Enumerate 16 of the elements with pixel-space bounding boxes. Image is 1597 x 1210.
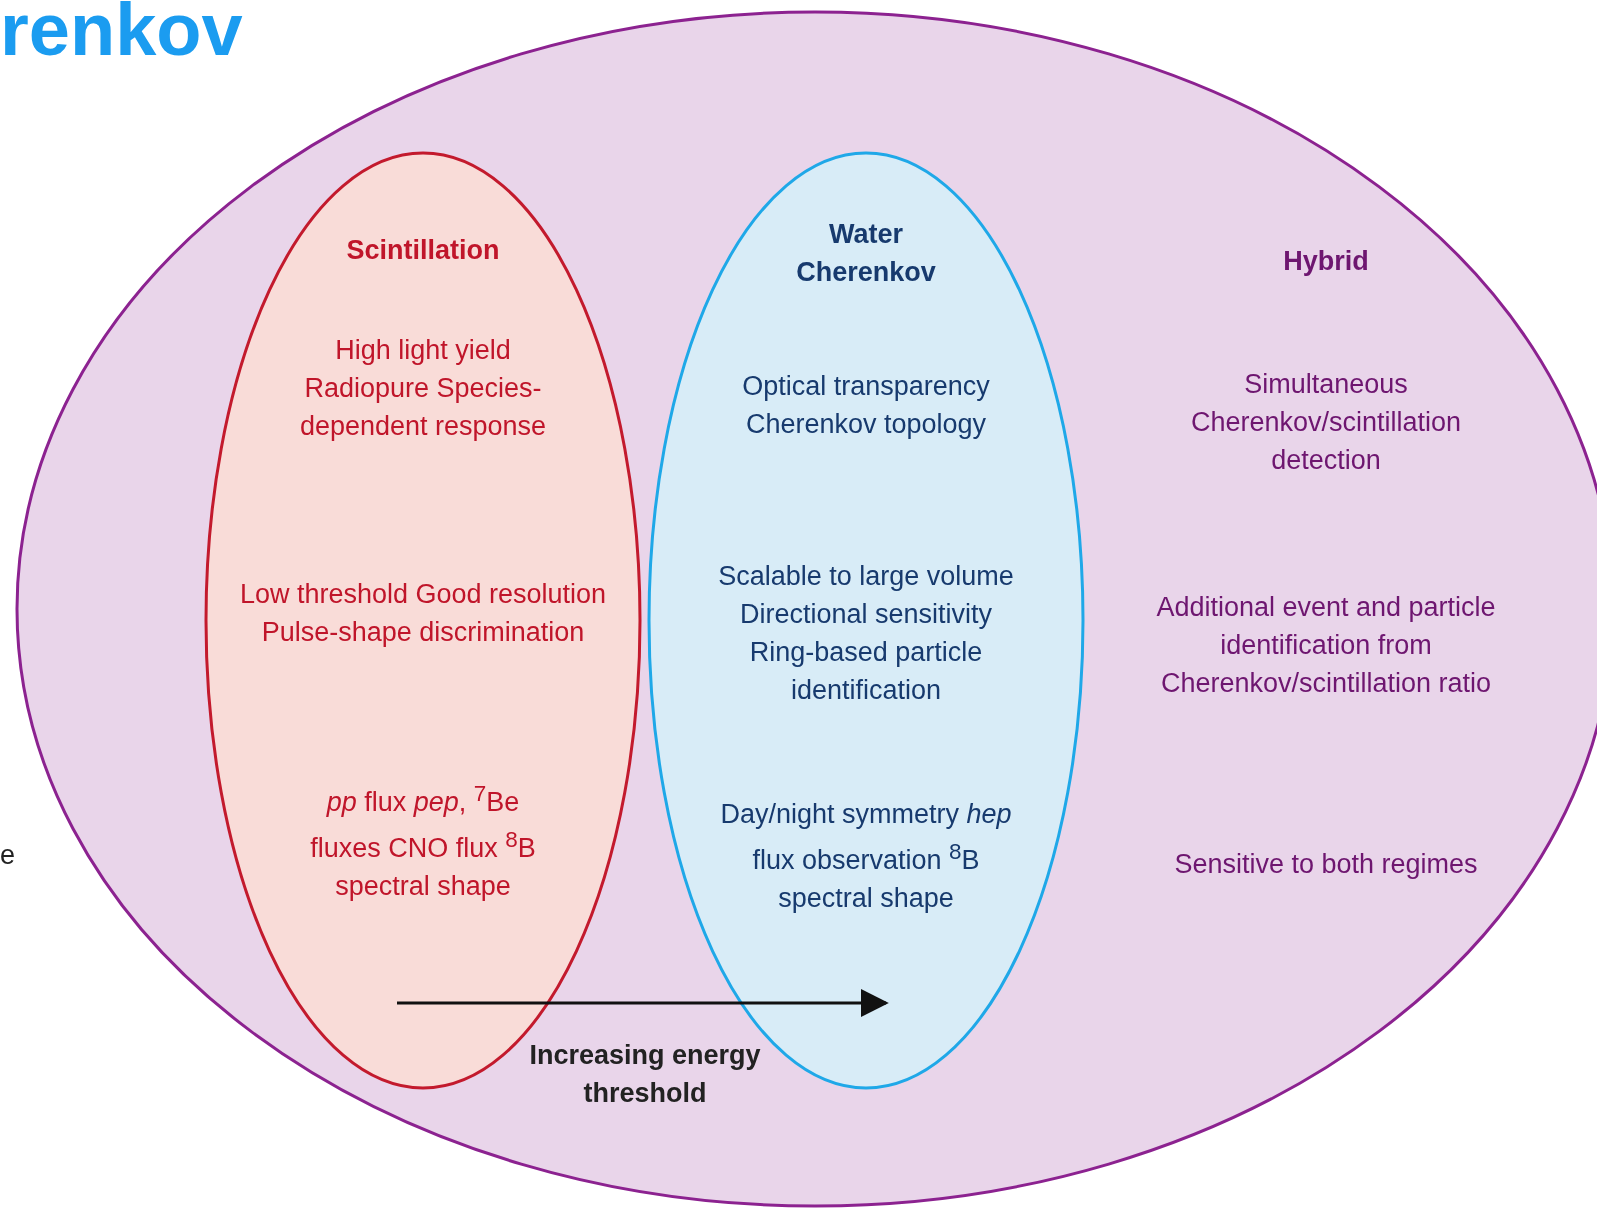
feature-list: Simultaneous Cherenkov/scintillation detection	[1146, 365, 1506, 479]
feature-list: Low threshold Good resolution Pulse-shape discrimination	[230, 575, 616, 651]
feature-list: Sensitive to both regimes	[1126, 845, 1526, 883]
feature-list: Day/night symmetry hep flux observation $^{8}$B spectral shape	[713, 795, 1019, 917]
arrow	[397, 989, 889, 1017]
feature-list: High light yield Radiopure Species-dependent response	[270, 331, 576, 445]
slide-title-fragment: renkov	[0, 0, 244, 72]
feature-list: pp flux pep, $^{7}$Be fluxes CNO flux $^{8}$B spectral shape	[290, 775, 556, 905]
edge-label: Increasing energy threshold	[528, 1039, 762, 1110]
feature-list: Additional event and particle identification from Cherenkov/scintillation ratio	[1141, 588, 1511, 702]
text-fragment: e	[0, 839, 17, 872]
region-heading: Hybrid	[1282, 245, 1370, 278]
feature-list: Optical transparency Cherenkov topology	[713, 367, 1019, 443]
region-heading: Water Cherenkov	[795, 218, 937, 289]
region-heading: Scintillation	[345, 234, 501, 267]
feature-list: Scalable to large volume Directional sensitivity Ring-based particle identification	[706, 557, 1026, 709]
